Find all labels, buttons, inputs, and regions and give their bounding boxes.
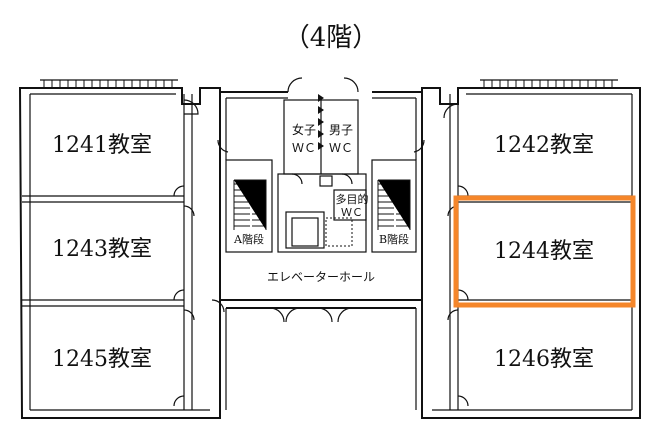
- multipurpose-wc-label-1: 多目的: [336, 192, 369, 206]
- facility-labels: 女子 ＷＣ 男子 ＷＣ 多目的 ＷＣ A階段 B階段 エレベーターホール: [233, 122, 409, 284]
- room-1245-label[interactable]: 1245教室: [52, 347, 152, 372]
- room-1246-label[interactable]: 1246教室: [494, 347, 594, 372]
- doors: [173, 77, 469, 407]
- stairs-b-label: B階段: [379, 232, 409, 246]
- room-1241-label[interactable]: 1241教室: [52, 133, 152, 158]
- room-1244-label[interactable]: 1244教室: [494, 239, 594, 264]
- women-wc-label-1: 女子: [292, 122, 316, 137]
- floor-title: （4階）: [284, 23, 379, 53]
- highlighted-room-marker: [453, 195, 636, 308]
- multipurpose-wc-label-2: ＷＣ: [341, 206, 363, 219]
- outer-walls: [18, 79, 641, 419]
- room-1242-label[interactable]: 1242教室: [494, 133, 594, 158]
- elevator-hall-label: エレベーターホール: [267, 270, 375, 284]
- women-wc-label-2: ＷＣ: [292, 141, 316, 155]
- men-wc-label-1: 男子: [329, 123, 353, 137]
- room-labels: 1241教室 1242教室 1243教室 1244教室 1245教室 1246教…: [52, 133, 594, 372]
- men-wc-label-2: ＷＣ: [329, 141, 353, 155]
- central-core: [225, 94, 417, 253]
- room-1243-label[interactable]: 1243教室: [52, 237, 152, 262]
- stairs-a-label: A階段: [233, 232, 264, 246]
